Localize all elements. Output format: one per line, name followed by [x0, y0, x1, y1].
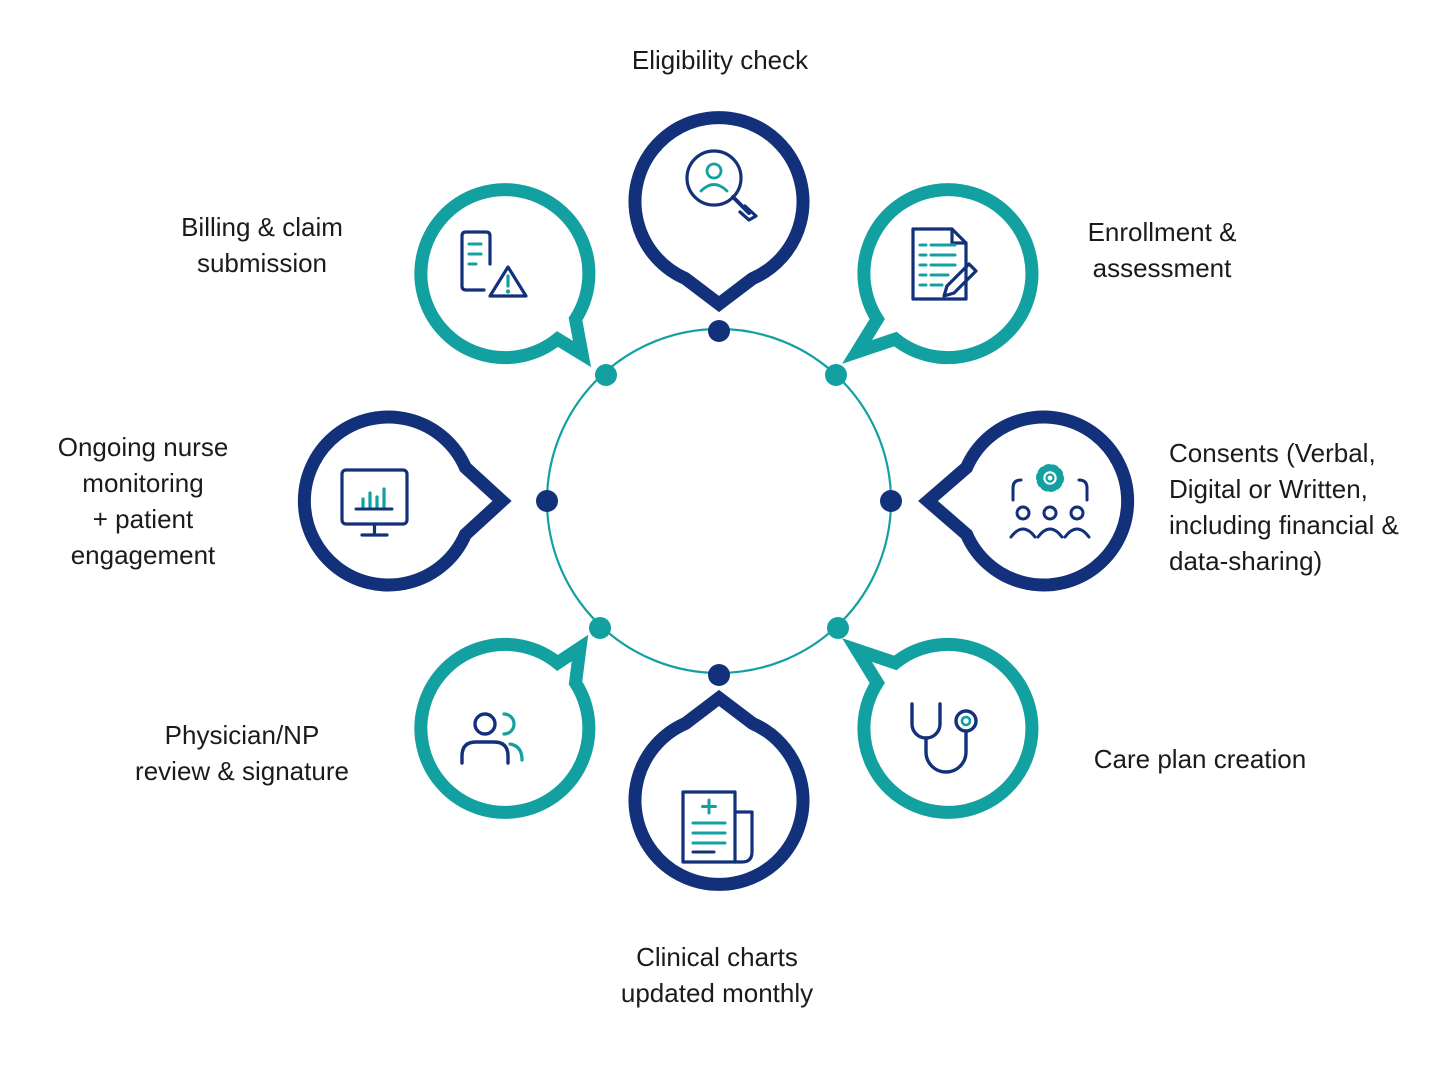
step-charts-marker — [628, 664, 810, 891]
pin-outline — [414, 183, 596, 368]
pin-outline — [628, 689, 810, 891]
label-line: Physician/NP — [164, 720, 320, 750]
label-line: data-sharing) — [1169, 546, 1323, 576]
label-line: + patient — [92, 504, 194, 534]
label-line: Enrollment & — [1087, 217, 1237, 247]
label-line: submission — [196, 248, 328, 278]
label-line: including financial & — [1169, 510, 1399, 540]
pin-outline — [414, 634, 596, 819]
step-consents-marker — [880, 410, 1135, 592]
ring-dot — [589, 617, 611, 639]
pin-outline — [842, 183, 1039, 365]
step-physician-marker — [414, 617, 611, 819]
label-line: Digital or Written, — [1169, 474, 1368, 504]
label-line: Ongoing nurse — [57, 432, 229, 462]
label-line: Eligibility check — [631, 45, 809, 75]
label-line: monitoring — [82, 468, 204, 498]
ring-dot — [827, 617, 849, 639]
pin-outline — [297, 410, 512, 592]
step-monitoring-marker — [297, 410, 558, 592]
step-eligibility-marker — [628, 111, 810, 342]
label-line: Consents (Verbal, — [1169, 438, 1376, 468]
ring-dot — [708, 320, 730, 342]
step-enrollment-marker — [825, 183, 1039, 386]
document-warning-icon — [460, 230, 528, 298]
two-people-icon — [460, 712, 524, 765]
medical-chart-icon — [681, 790, 754, 864]
label-monitoring: Ongoing nurse monitoring + patient engag… — [58, 429, 229, 573]
label-eligibility: Eligibility check — [632, 42, 808, 78]
label-enrollment: Enrollment & assessment — [1088, 214, 1237, 286]
monitor-chart-icon — [340, 468, 409, 537]
pin-outline — [628, 111, 810, 313]
label-line: Billing & claim — [181, 212, 343, 242]
step-careplan-marker — [827, 617, 1039, 819]
label-line: assessment — [1092, 253, 1232, 283]
label-charts: Clinical charts updated monthly — [621, 939, 813, 1011]
label-line: Care plan creation — [1093, 744, 1307, 774]
label-billing: Billing & claim submission — [181, 209, 343, 281]
ring-dot — [536, 490, 558, 512]
ring-dot — [880, 490, 902, 512]
ring-dot — [595, 364, 617, 386]
label-line: review & signature — [135, 756, 349, 786]
label-line: updated monthly — [620, 978, 814, 1008]
ring-dot — [708, 664, 730, 686]
label-line: engagement — [70, 540, 216, 570]
document-pencil-icon — [911, 227, 978, 301]
magnifier-person-icon — [685, 149, 758, 222]
label-line: Clinical charts — [636, 942, 798, 972]
pin-outline — [842, 637, 1039, 819]
ring-dot — [825, 364, 847, 386]
label-consents: Consents (Verbal, Digital or Written, in… — [1169, 435, 1399, 579]
stethoscope-icon — [910, 702, 978, 774]
group-gear-icon — [1009, 464, 1091, 539]
pin-outline — [918, 410, 1135, 592]
step-billing-marker — [414, 183, 617, 386]
label-physician: Physician/NP review & signature — [135, 717, 349, 789]
label-careplan: Care plan creation — [1094, 741, 1306, 777]
